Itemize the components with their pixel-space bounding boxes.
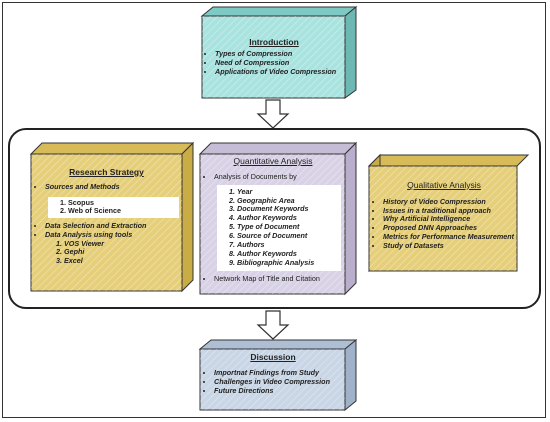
qualitative-item: Study of Datasets <box>383 241 516 251</box>
sources-box: Scopus Web of Science <box>48 196 179 218</box>
introduction-title: Introduction <box>249 37 299 47</box>
qualitative-analysis-list: History of Video Compression Issues in a… <box>372 197 516 251</box>
tool-item: Excel <box>64 256 179 266</box>
analysis-heading: Analysis of Documents by <box>214 172 343 182</box>
research-strategy-title: Research Strategy <box>69 167 144 177</box>
analysis-item: Source of Document <box>237 231 337 241</box>
research-strategy-box <box>29 141 195 293</box>
analysis-item: Bibliographic Analysis <box>237 258 337 268</box>
introduction-box <box>200 5 358 99</box>
tool-item: Gephi <box>64 248 179 257</box>
network-item: Network Map of Title and Citation <box>214 274 343 284</box>
analysis-item: Year <box>237 187 337 197</box>
tool-item: VOS Viewer <box>64 239 179 249</box>
analysis-group-frame <box>8 128 541 309</box>
analysis-items-list: Year Geographic Area Document Keywords A… <box>221 187 337 268</box>
research-strategy-content: Research Strategy Sources and Methods Sc… <box>34 167 179 265</box>
arrow-analysis-to-discussion <box>256 310 290 340</box>
qualitative-analysis-title: Qualitative Analysis <box>407 180 481 190</box>
discussion-item: Importnat Findings from Study <box>214 368 343 377</box>
discussion-list: Importnat Findings from Study Challenges… <box>203 368 343 395</box>
quantitative-analysis-list: Analysis of Documents by <box>203 172 343 182</box>
research-strategy-list-2: Data Selection and Extraction Data Analy… <box>34 221 179 240</box>
source-item: Web of Science <box>68 207 175 216</box>
qualitative-analysis-content: Qualitative Analysis History of Video Co… <box>372 180 516 250</box>
network-list: Network Map of Title and Citation <box>203 274 343 284</box>
analysis-item: Authors <box>237 240 337 250</box>
introduction-item: Types of Compression <box>215 49 344 59</box>
qualitative-item: Proposed DNN Approaches <box>383 223 516 233</box>
discussion-title: Discussion <box>250 352 296 362</box>
introduction-item: Applications of Video Compression <box>215 67 344 77</box>
analysis-item: Author Keywords <box>237 249 337 259</box>
analysis-item: Document Keywords <box>237 205 337 214</box>
introduction-list: Types of Compression Need of Compression… <box>204 49 344 77</box>
tools-list: VOS Viewer Gephi Excel <box>34 239 179 266</box>
discussion-box <box>198 338 358 412</box>
selection-item: Data Selection and Extraction <box>45 221 179 231</box>
qualitative-item: History of Video Compression <box>383 197 516 207</box>
qualitative-item: Issues in a traditional approach <box>383 206 516 216</box>
arrow-intro-to-analysis <box>256 99 290 129</box>
sources-list: Scopus Web of Science <box>52 198 175 216</box>
discussion-content: Discussion Importnat Findings from Study… <box>203 352 343 395</box>
source-item: Scopus <box>68 198 175 208</box>
qualitative-analysis-box <box>367 153 530 273</box>
analysis-item: Type of Document <box>237 222 337 232</box>
analysis-item: Geographic Area <box>237 196 337 206</box>
analysis-items-box: Year Geographic Area Document Keywords A… <box>217 184 341 271</box>
qualitative-item: Why Artificial Intelligence <box>383 215 516 224</box>
introduction-item: Need of Compression <box>215 58 344 68</box>
outer-frame <box>2 2 546 418</box>
quantitative-analysis-content: Quantitative Analysis Analysis of Docume… <box>203 156 343 283</box>
quantitative-analysis-title: Quantitative Analysis <box>233 156 313 166</box>
sources-heading: Sources and Methods <box>45 182 179 192</box>
discussion-item: Challenges in Video Compression <box>214 377 343 386</box>
discussion-item: Future Directions <box>214 386 343 395</box>
introduction-content: Introduction Types of Compression Need o… <box>204 37 344 76</box>
tools-heading: Data Analysis using tools <box>45 230 179 240</box>
qualitative-item: Metrics for Performance Measurement <box>383 232 516 242</box>
analysis-item: Author Keywords <box>237 213 337 223</box>
research-strategy-list: Sources and Methods <box>34 182 179 192</box>
